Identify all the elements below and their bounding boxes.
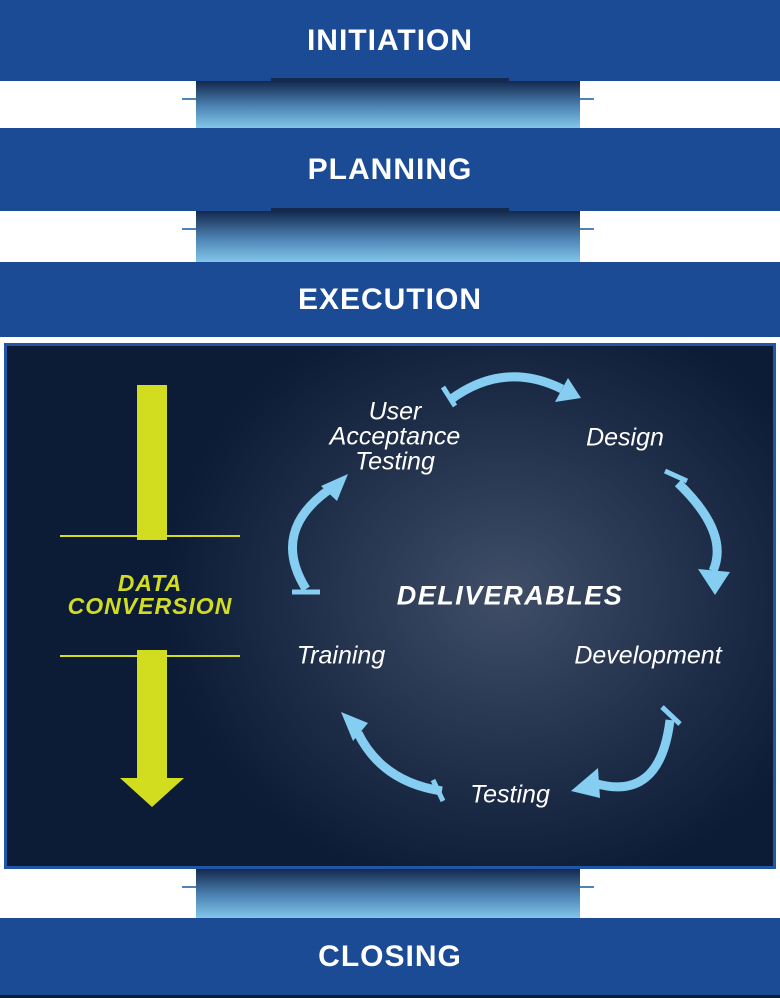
execution-panel-background: DATA CONVERSION bbox=[7, 346, 773, 866]
cycle-step-development: Development bbox=[574, 641, 722, 670]
phase-label-planning: PLANNING bbox=[307, 152, 473, 186]
down-arrow-icon bbox=[120, 778, 184, 807]
cycle-center-label: DELIVERABLES bbox=[396, 580, 624, 611]
connector-notch bbox=[271, 208, 509, 211]
cycle-step-user-acceptance-testing: User Acceptance Testing bbox=[329, 397, 461, 476]
phase-label-closing: CLOSING bbox=[318, 939, 462, 973]
cycle-arrows bbox=[288, 372, 730, 803]
connector-tick-right bbox=[580, 886, 594, 888]
phase-label-initiation: INITIATION bbox=[306, 23, 474, 57]
phase-banner-closing: CLOSING bbox=[0, 918, 780, 995]
cycle-arrow-training-to-uat bbox=[288, 474, 348, 595]
execution-detail-panel: DATA CONVERSION bbox=[4, 343, 776, 869]
cycle-step-testing: Testing bbox=[470, 780, 550, 809]
connector-tick-left bbox=[182, 228, 196, 230]
cycle-arrow-development-to-testing bbox=[571, 705, 682, 798]
bottom-edge-strip bbox=[0, 995, 780, 998]
connector-tick-right bbox=[580, 228, 594, 230]
phase-banner-initiation: INITIATION bbox=[0, 0, 780, 81]
cycle-step-design: Design bbox=[586, 423, 664, 452]
phase-banner-execution: EXECUTION bbox=[0, 262, 780, 337]
phase-banner-planning: PLANNING bbox=[0, 128, 780, 211]
connector-tick-left bbox=[182, 886, 196, 888]
cycle-step-training: Training bbox=[296, 641, 386, 670]
down-arrow-connector-3 bbox=[182, 869, 594, 932]
down-arrow-connector-1 bbox=[182, 78, 594, 142]
data-conversion-label: DATA CONVERSION bbox=[67, 570, 233, 619]
data-conversion-arrow-shaft-top bbox=[137, 385, 167, 540]
connector-notch bbox=[271, 78, 509, 81]
cycle-arrow-uat-to-design bbox=[440, 372, 581, 408]
down-arrow-connector-2 bbox=[182, 208, 594, 276]
cycle-arrow-design-to-development bbox=[663, 468, 730, 595]
connector-tick-right bbox=[580, 98, 594, 100]
data-conversion-arrow-shaft-bottom bbox=[137, 650, 167, 778]
cycle-arrow-testing-to-training bbox=[341, 712, 446, 803]
connector-tick-left bbox=[182, 98, 196, 100]
data-conversion-divider-top bbox=[60, 535, 240, 537]
phase-label-execution: EXECUTION bbox=[297, 282, 483, 316]
